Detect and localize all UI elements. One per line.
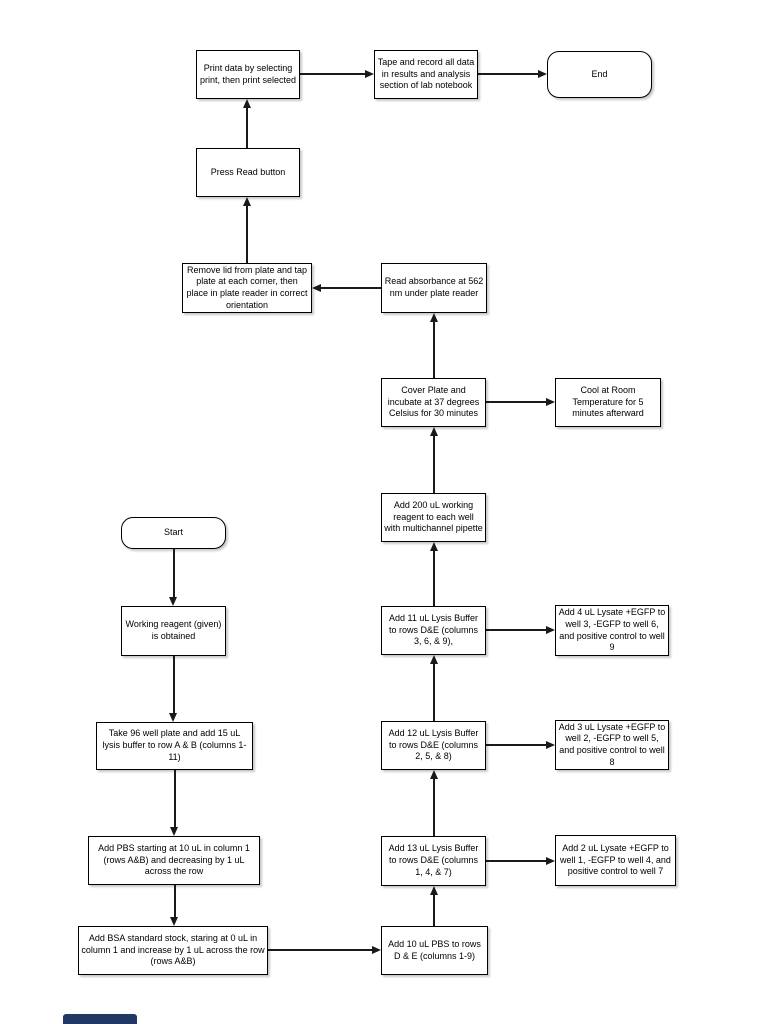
- connector-add11-to-add200-arrowhead: [429, 542, 438, 551]
- connector-add10pbs-to-add13-line: [433, 895, 435, 926]
- node-add-12-label: Add 12 uL Lysis Buffer to rows D&E (colu…: [388, 727, 479, 762]
- connector-add13-to-add12-line: [433, 779, 435, 836]
- connector-cover-to-cool-arrowhead: [546, 397, 555, 406]
- node-add-bsa-stock: Add BSA standard stock, staring at 0 uL …: [78, 926, 268, 975]
- connector-add13-to-add2-arrowhead: [546, 856, 555, 865]
- connector-cover-to-cool-line: [486, 401, 546, 403]
- connector-print-to-tape-line: [300, 73, 366, 75]
- node-add-bsa-label: Add BSA standard stock, staring at 0 uL …: [81, 932, 265, 967]
- node-add-10-pbs: Add 10 uL PBS to rows D & E (columns 1-9…: [381, 926, 488, 975]
- connector-workingreagent-to-take96-arrowhead: [169, 713, 177, 722]
- connector-add12-to-add11-line: [433, 664, 435, 721]
- connector-add11-to-add200-line: [433, 551, 435, 606]
- node-remove-lid: Remove lid from plate and tap plate at e…: [182, 263, 312, 313]
- node-add-11-label: Add 11 uL Lysis Buffer to rows D&E (colu…: [388, 612, 479, 647]
- node-end-terminator: End: [547, 51, 652, 98]
- connector-read-to-removelid-line: [321, 287, 381, 289]
- connector-add12-to-add11-arrowhead: [429, 655, 438, 664]
- node-add-12-lysis: Add 12 uL Lysis Buffer to rows D&E (colu…: [381, 721, 486, 770]
- node-add-200-working-reagent: Add 200 uL working reagent to each well …: [381, 493, 486, 542]
- connector-add10pbs-to-add13-arrowhead: [429, 886, 438, 895]
- node-add-3-label: Add 3 uL Lysate +EGFP to well 2, -EGFP t…: [558, 721, 666, 767]
- connector-add13-to-add2-line: [486, 860, 546, 862]
- node-print-data: Print data by selecting print, then prin…: [196, 50, 300, 99]
- node-press-read: Press Read button: [196, 148, 300, 197]
- node-cool-room: Cool at Room Temperature for 5 minutes a…: [555, 378, 661, 427]
- connector-print-to-tape-arrowhead: [365, 69, 374, 78]
- connector-take96-to-addpbs-line: [173, 770, 176, 827]
- connector-pressread-to-print-line: [246, 108, 248, 148]
- node-take-96-label: Take 96 well plate and add 15 uL lysis b…: [102, 728, 247, 762]
- connector-workingreagent-to-take96-line: [172, 656, 175, 713]
- bottom-partial-bar: [63, 1014, 137, 1024]
- connector-read-to-removelid-arrowhead: [312, 283, 321, 292]
- connector-add11-to-add4-line: [486, 629, 546, 631]
- connector-tape-to-end-line: [478, 73, 538, 75]
- connector-removelid-to-pressread-line: [246, 206, 248, 263]
- connector-addpbs-to-addbsa-arrowhead: [170, 917, 178, 926]
- node-add-13-lysis: Add 13 uL Lysis Buffer to rows D&E (colu…: [381, 836, 486, 886]
- node-add-10-pbs-label: Add 10 uL PBS to rows D & E (columns 1-9…: [388, 938, 481, 961]
- node-start-label: Start: [163, 527, 183, 538]
- connector-pressread-to-print-arrowhead: [242, 99, 251, 108]
- node-add-200-label: Add 200 uL working reagent to each well …: [384, 499, 483, 534]
- node-end-label: End: [591, 68, 608, 79]
- node-add-4-lysate: Add 4 uL Lysate +EGFP to well 3, -EGFP t…: [555, 605, 669, 656]
- connector-cover-to-read-arrowhead: [429, 313, 438, 322]
- connector-addbsa-to-add10pbs-line: [268, 949, 372, 951]
- node-cover-plate: Cover Plate and incubate at 37 degrees C…: [381, 378, 486, 427]
- node-add-4-label: Add 4 uL Lysate +EGFP to well 3, -EGFP t…: [558, 607, 666, 653]
- node-cool-room-label: Cool at Room Temperature for 5 minutes a…: [572, 384, 644, 419]
- node-working-reagent: Working reagent (given) is obtained: [121, 606, 226, 656]
- connector-start-to-workingreagent-arrowhead: [169, 597, 177, 606]
- connector-addpbs-to-addbsa-line: [173, 885, 176, 917]
- node-read-absorbance-label: Read absorbance at 562 nm under plate re…: [384, 276, 484, 298]
- node-add-11-lysis: Add 11 uL Lysis Buffer to rows D&E (colu…: [381, 606, 486, 655]
- node-print-data-label: Print data by selecting print, then prin…: [199, 62, 297, 85]
- node-remove-lid-label: Remove lid from plate and tap plate at e…: [186, 264, 308, 310]
- node-add-2-label: Add 2 uL Lysate +EGFP to well 1, -EGFP t…: [560, 842, 671, 877]
- connector-add12-to-add3-line: [486, 744, 546, 746]
- connector-add12-to-add3-arrowhead: [546, 740, 555, 749]
- connector-start-to-workingreagent-line: [172, 549, 175, 597]
- connector-add11-to-add4-arrowhead: [546, 625, 555, 634]
- node-add-pbs-gradient: Add PBS starting at 10 uL in column 1 (r…: [88, 836, 260, 885]
- node-add-3-lysate: Add 3 uL Lysate +EGFP to well 2, -EGFP t…: [555, 720, 669, 770]
- node-add-2-lysate: Add 2 uL Lysate +EGFP to well 1, -EGFP t…: [555, 835, 676, 886]
- node-add-pbs-gradient-label: Add PBS starting at 10 uL in column 1 (r…: [98, 842, 250, 877]
- node-tape-record: Tape and record all data in results and …: [374, 50, 478, 99]
- connector-add200-to-cover-arrowhead: [429, 427, 438, 436]
- connector-take96-to-addpbs-arrowhead: [170, 827, 178, 836]
- node-take-96-well-plate: Take 96 well plate and add 15 uL lysis b…: [96, 722, 253, 770]
- connector-tape-to-end-arrowhead: [538, 69, 547, 78]
- connector-addbsa-to-add10pbs-arrowhead: [372, 945, 381, 954]
- connector-add13-to-add12-arrowhead: [429, 770, 438, 779]
- connector-add200-to-cover-line: [433, 436, 435, 493]
- node-add-13-label: Add 13 uL Lysis Buffer to rows D&E (colu…: [388, 843, 479, 877]
- node-working-reagent-label: Working reagent (given) is obtained: [125, 619, 222, 641]
- node-press-read-label: Press Read button: [210, 166, 286, 177]
- connector-removelid-to-pressread-arrowhead: [242, 197, 251, 206]
- node-start-terminator: Start: [121, 517, 226, 549]
- node-read-absorbance: Read absorbance at 562 nm under plate re…: [381, 263, 487, 313]
- node-tape-record-label: Tape and record all data in results and …: [377, 56, 475, 91]
- connector-cover-to-read-line: [433, 322, 435, 378]
- node-cover-plate-label: Cover Plate and incubate at 37 degrees C…: [387, 384, 480, 419]
